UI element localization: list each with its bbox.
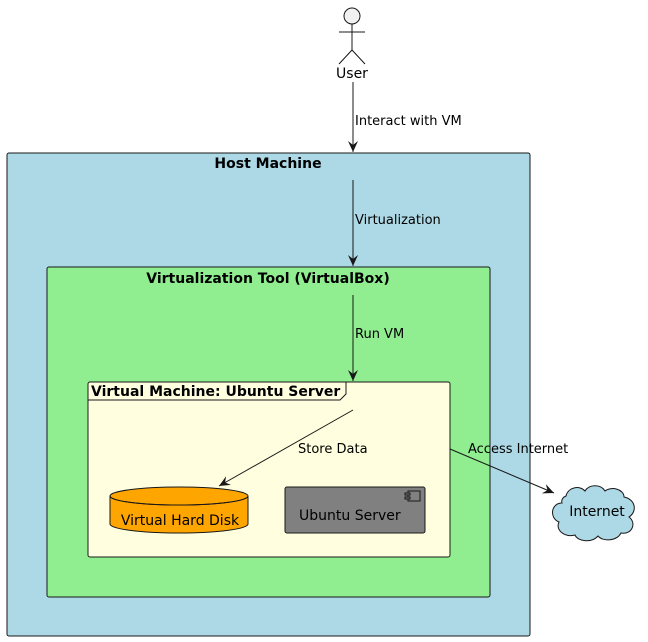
ubuntu-server-label: Ubuntu Server bbox=[299, 508, 401, 524]
ubuntu-server-node bbox=[284, 486, 426, 534]
edge-label-access-internet: Access Internet bbox=[468, 442, 568, 457]
internet-label: Internet bbox=[569, 504, 625, 520]
user-label: User bbox=[336, 66, 368, 82]
virtual-hard-disk-label: Virtual Hard Disk bbox=[121, 513, 240, 529]
edge-label-virtualization: Virtualization bbox=[355, 213, 441, 228]
user-actor-icon bbox=[338, 7, 366, 65]
component-icon bbox=[404, 490, 421, 502]
edge-label-interact: Interact with VM bbox=[355, 114, 462, 129]
edge-store-data bbox=[218, 409, 354, 487]
edge-label-run-vm: Run VM bbox=[355, 327, 404, 342]
edge-label-store-data: Store Data bbox=[298, 442, 368, 457]
host-machine-title: Host Machine bbox=[214, 156, 321, 172]
virtualization-tool-title: Virtualization Tool (VirtualBox) bbox=[146, 271, 389, 287]
virtual-hard-disk-node bbox=[109, 486, 249, 534]
edge-access-internet bbox=[449, 448, 555, 494]
virtual-machine-title: Virtual Machine: Ubuntu Server bbox=[91, 384, 340, 400]
internet-cloud-node bbox=[552, 485, 635, 542]
virtual-machine-frame-tab bbox=[88, 382, 347, 401]
